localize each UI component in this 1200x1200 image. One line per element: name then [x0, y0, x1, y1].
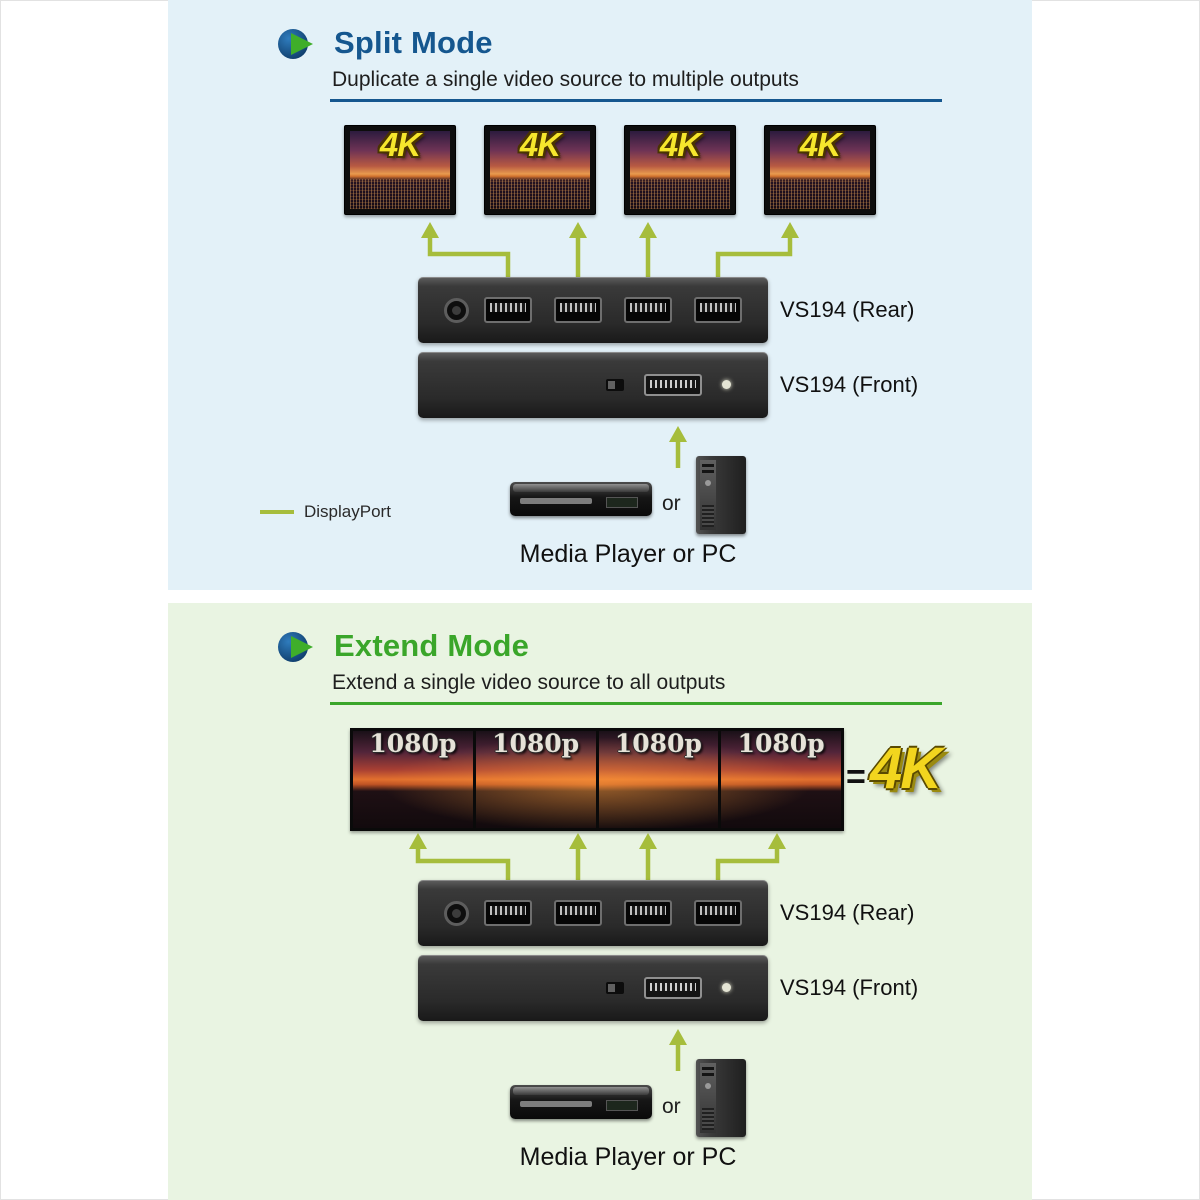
drive-bay	[702, 1073, 714, 1076]
video-wall-panel: 1080p	[353, 729, 476, 828]
front-device-label: VS194 (Front)	[780, 372, 919, 397]
panel-resolution-label: 1080p	[492, 729, 580, 758]
vent-grille	[702, 1108, 714, 1130]
vs194-rear-device	[418, 277, 768, 343]
media-player	[510, 1085, 652, 1119]
pc-tower	[696, 1059, 746, 1137]
video-wall-panel: 1080p	[476, 729, 599, 828]
panel-resolution-label: 1080p	[614, 729, 702, 758]
player-display	[606, 1100, 638, 1111]
displayport-input-port	[644, 977, 702, 999]
pc-tower	[696, 456, 746, 534]
led-indicator	[722, 380, 731, 389]
dc-power-port	[444, 901, 469, 926]
displayport-output-port	[484, 900, 532, 926]
drive-bay	[702, 470, 714, 473]
drive-bay	[702, 464, 714, 467]
dc-power-port	[444, 298, 469, 323]
panel-subtitle: Extend a single video source to all outp…	[332, 671, 726, 694]
monitor-resolution-label: 4K	[799, 126, 841, 163]
disc-tray	[520, 498, 592, 504]
displayport-output-port	[624, 900, 672, 926]
source-caption: Media Player or PC	[519, 1143, 737, 1171]
displayport-output-port	[624, 297, 672, 323]
or-label: or	[662, 1095, 681, 1118]
media-player	[510, 482, 652, 516]
panel-title: Split Mode	[334, 25, 493, 60]
displayport-output-port	[694, 297, 742, 323]
power-switch	[606, 379, 624, 391]
video-wall-panel: 1080p	[599, 729, 722, 828]
panel-resolution-label: 1080p	[369, 729, 457, 758]
rear-device-label: VS194 (Rear)	[780, 900, 915, 925]
video-wall-panel: 1080p	[721, 729, 841, 828]
legend-label: DisplayPort	[304, 502, 391, 521]
drive-bay	[702, 1067, 714, 1070]
vs194-front-device	[418, 955, 768, 1021]
displayport-cable-icon	[260, 510, 294, 514]
panel-resolution-label: 1080p	[737, 729, 825, 758]
power-button-icon	[705, 480, 711, 486]
monitor: 4K	[344, 125, 456, 215]
split-mode-panel: Split Mode Duplicate a single video sour…	[168, 0, 1032, 590]
monitor-screen	[630, 131, 730, 209]
displayport-output-port	[554, 900, 602, 926]
extend-mode-panel: Extend Mode Extend a single video source…	[168, 603, 1032, 1200]
vs194-rear-device	[418, 880, 768, 946]
pc-front-panel	[700, 1063, 716, 1133]
displayport-input-port	[644, 374, 702, 396]
disc-tray	[520, 1101, 592, 1107]
panel-subtitle: Duplicate a single video source to multi…	[332, 68, 799, 91]
monitor-screen	[490, 131, 590, 209]
rear-device-label: VS194 (Rear)	[780, 297, 915, 322]
led-indicator	[722, 983, 731, 992]
pc-front-panel	[700, 460, 716, 530]
mode-arrow-icon	[278, 632, 313, 662]
video-wall: 1080p 1080p 1080p 1080p	[350, 728, 844, 831]
vent-grille	[702, 505, 714, 527]
monitor-resolution-label: 4K	[379, 126, 421, 163]
combined-resolution-label: 4K	[870, 736, 942, 801]
title-underline	[330, 702, 942, 705]
title-underline	[330, 99, 942, 102]
front-device-label: VS194 (Front)	[780, 975, 919, 1000]
monitor-screen	[770, 131, 870, 209]
displayport-output-port	[694, 900, 742, 926]
displayport-output-port	[554, 297, 602, 323]
monitor-resolution-label: 4K	[519, 126, 561, 163]
or-label: or	[662, 492, 681, 515]
power-button-icon	[705, 1083, 711, 1089]
monitor-screen	[350, 131, 450, 209]
play-arrow-icon	[291, 33, 313, 55]
monitor: 4K	[484, 125, 596, 215]
vs194-front-device	[418, 352, 768, 418]
play-arrow-icon	[291, 636, 313, 658]
panel-title: Extend Mode	[334, 628, 530, 663]
monitor: 4K	[624, 125, 736, 215]
power-switch	[606, 982, 624, 994]
equals-sign: =	[846, 758, 866, 796]
monitor: 4K	[764, 125, 876, 215]
legend: DisplayPort	[260, 502, 391, 522]
monitor-resolution-label: 4K	[659, 126, 701, 163]
player-display	[606, 497, 638, 508]
displayport-output-port	[484, 297, 532, 323]
source-caption: Media Player or PC	[519, 540, 737, 568]
mode-arrow-icon	[278, 29, 313, 59]
